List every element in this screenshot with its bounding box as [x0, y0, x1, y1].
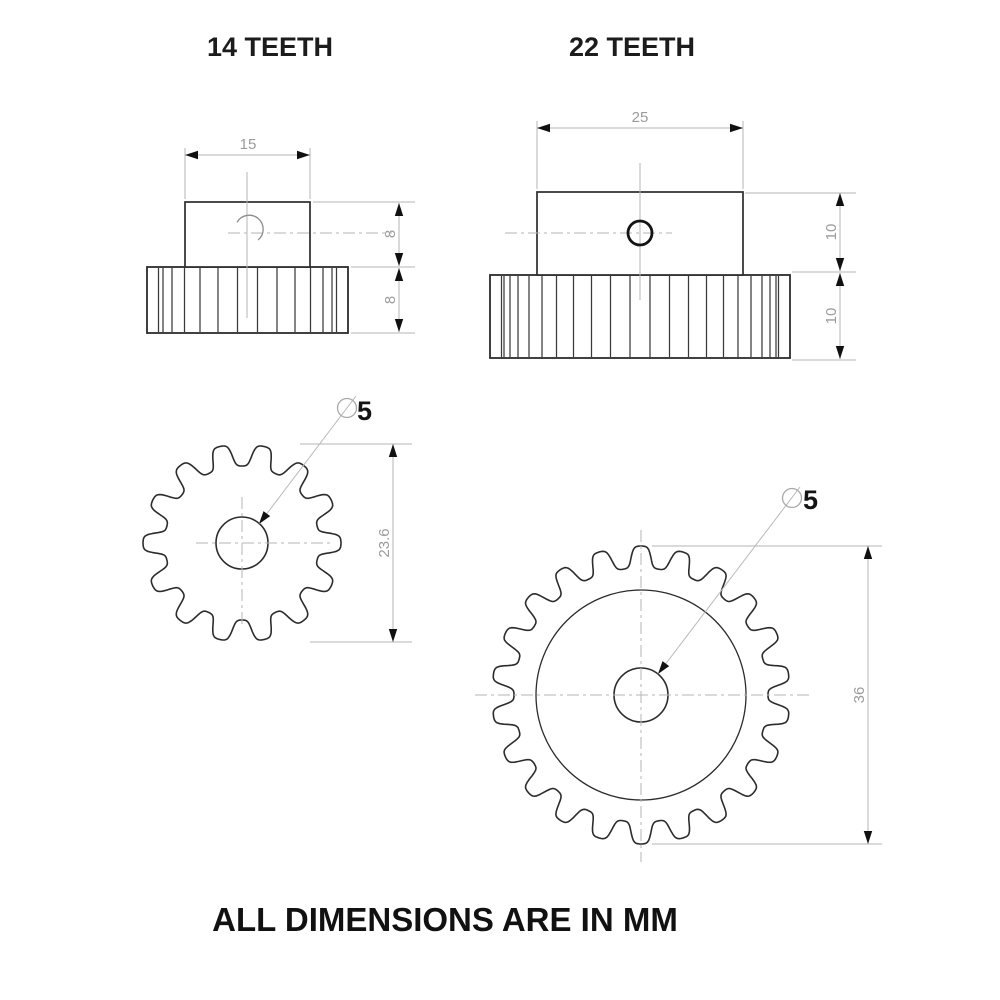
dimensions-note: ALL DIMENSIONS ARE IN MM — [212, 901, 678, 938]
dimension-arrowhead — [394, 319, 404, 332]
dimension-arrowhead — [730, 123, 743, 133]
dim-hub-height-14: 8 — [382, 230, 399, 238]
gear-14-title: 14 TEETH — [207, 32, 333, 62]
dimension-arrowhead — [835, 193, 845, 206]
gear-22-side-view — [489, 121, 856, 361]
dimension-arrowhead — [185, 150, 198, 160]
dim-bore-14: 5 — [357, 396, 372, 426]
dim-hub-width-22: 25 — [632, 109, 649, 126]
dimension-arrowhead — [863, 831, 873, 844]
set-screw-hole-hidden — [236, 214, 264, 241]
diameter-symbol — [781, 487, 803, 509]
bore-leader-line — [258, 395, 357, 525]
dim-hub-height-22: 10 — [823, 224, 840, 241]
dimension-arrowhead — [835, 346, 845, 359]
gear-22-front-view — [475, 486, 882, 862]
dimension-arrowhead — [394, 268, 404, 281]
bore-leader-line — [657, 486, 801, 675]
dim-bore-22: 5 — [803, 485, 818, 515]
dimension-arrowhead — [537, 123, 550, 133]
dimension-arrowhead — [297, 150, 310, 160]
leader-arrowhead — [658, 661, 670, 674]
dim-face-width-22: 10 — [823, 308, 840, 325]
gear-14-side-view — [146, 148, 415, 334]
dimension-arrowhead — [394, 253, 404, 266]
dimension-arrowhead — [394, 203, 404, 216]
dim-outer-diameter-14: 23.6 — [376, 528, 393, 557]
dimension-arrowhead — [863, 546, 873, 559]
dimension-arrowhead — [388, 444, 398, 457]
dim-outer-diameter-22: 36 — [851, 687, 868, 704]
dim-face-width-14: 8 — [382, 296, 399, 304]
gear-14-front-view — [142, 395, 412, 643]
diameter-symbol — [336, 397, 358, 419]
leader-arrowhead — [259, 511, 271, 524]
dimension-arrowhead — [388, 629, 398, 642]
dimension-arrowhead — [835, 258, 845, 271]
gear-22-title: 22 TEETH — [569, 32, 695, 62]
dim-hub-width-14: 15 — [240, 136, 257, 153]
dimension-arrowhead — [835, 273, 845, 286]
set-screw-hole — [626, 219, 654, 247]
